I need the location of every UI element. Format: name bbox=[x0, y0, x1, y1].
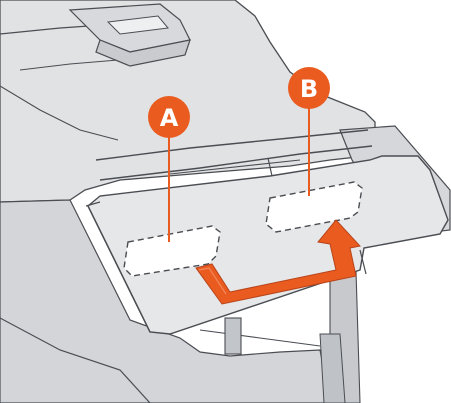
drawer-line-left bbox=[0, 317, 151, 403]
feeder-front bbox=[95, 39, 191, 67]
drawer-line-mid bbox=[199, 329, 321, 347]
slot-a-outline bbox=[123, 225, 221, 277]
output-tray bbox=[85, 155, 449, 335]
tray-left-edge bbox=[87, 205, 151, 333]
callout-a-circle bbox=[148, 96, 190, 138]
callout-a: A bbox=[148, 96, 190, 138]
tray-right-lip bbox=[359, 249, 367, 275]
arrow-highlight bbox=[198, 267, 227, 295]
front-leg bbox=[319, 333, 346, 403]
slot-b-outline bbox=[265, 181, 363, 233]
top-edge-line bbox=[169, 159, 301, 175]
callout-b-label: B bbox=[300, 75, 318, 103]
move-arrow-shape bbox=[195, 219, 361, 305]
feeder-slot bbox=[106, 15, 169, 35]
tray-hinge bbox=[85, 201, 101, 207]
callout-a-label: A bbox=[160, 104, 179, 132]
lower-body bbox=[0, 199, 331, 403]
seam-line-upper bbox=[95, 129, 369, 161]
callout-b: B bbox=[288, 67, 330, 109]
orange-move-arrow bbox=[195, 219, 361, 305]
tray-fold-mark bbox=[267, 157, 273, 177]
tray-support-post bbox=[224, 317, 242, 355]
side-curve-line bbox=[0, 85, 119, 141]
callout-b-circle bbox=[288, 67, 330, 109]
seam-line-lower bbox=[99, 145, 373, 181]
document-feeder bbox=[68, 3, 191, 67]
